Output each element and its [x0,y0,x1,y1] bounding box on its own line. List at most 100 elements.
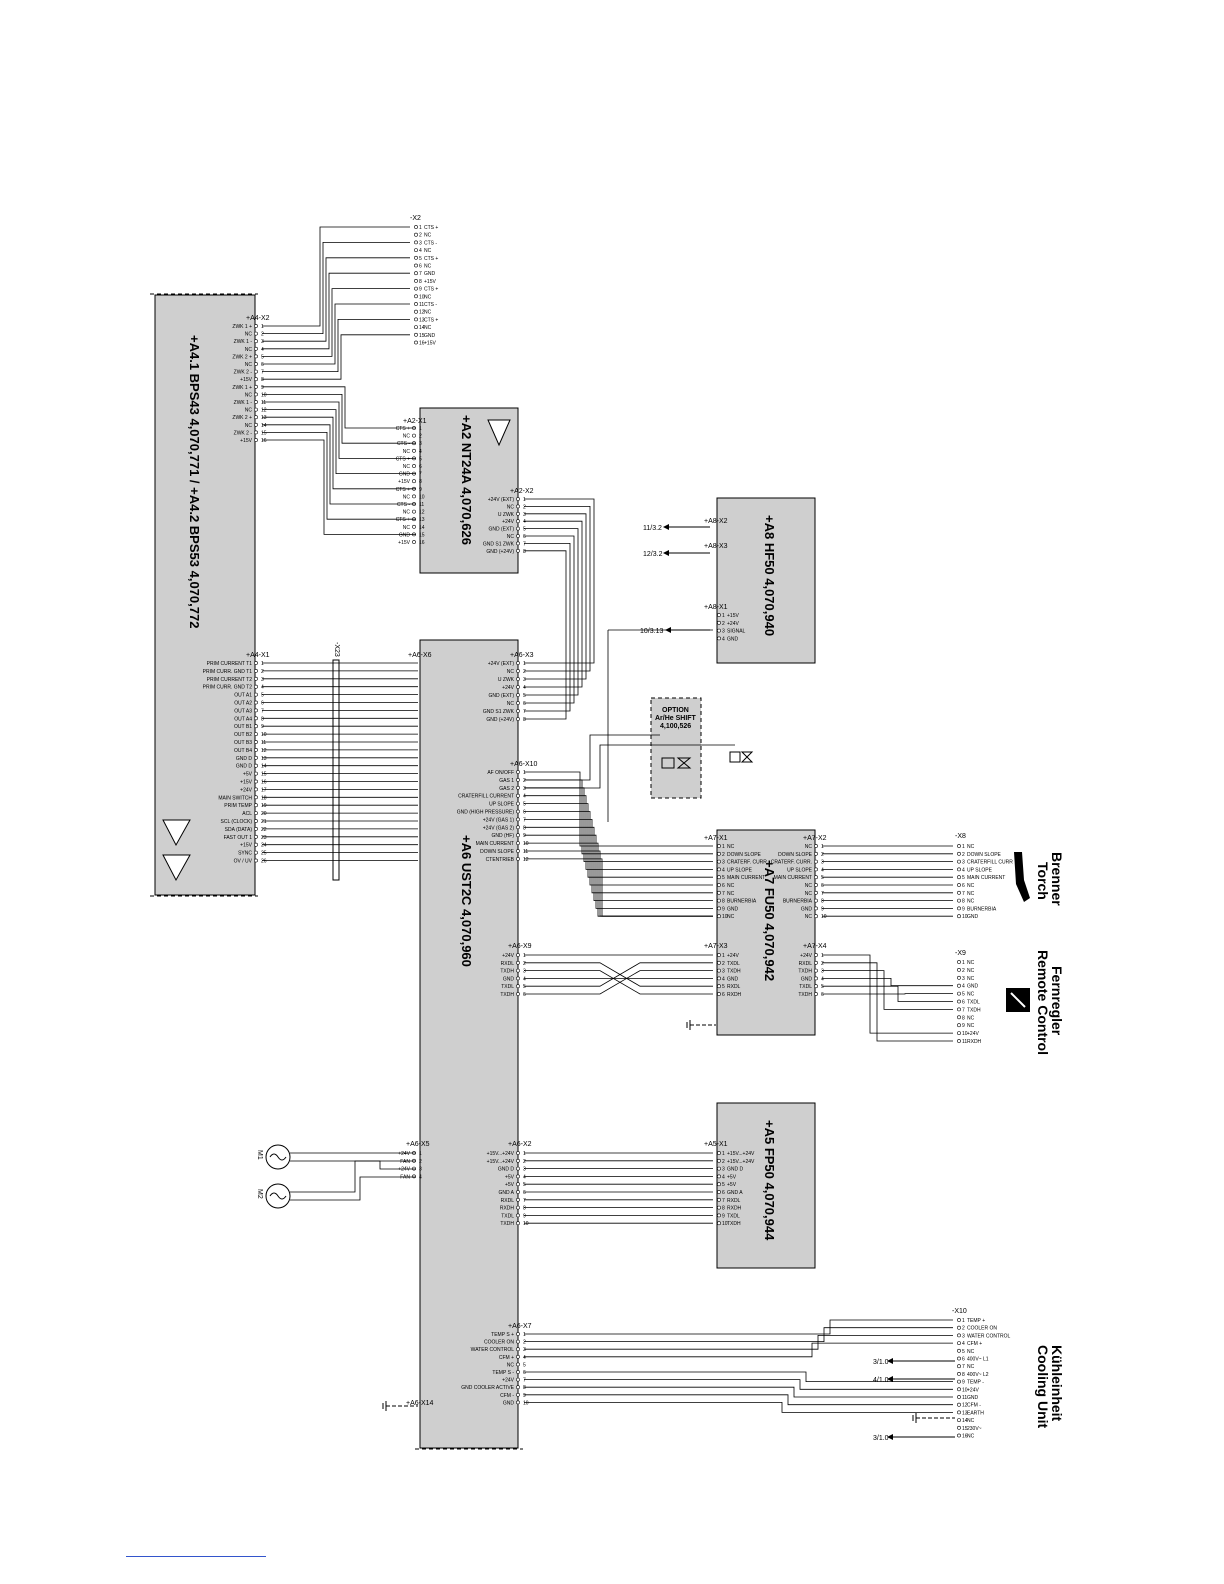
pin-number: 4 [523,685,526,691]
fan-m1-label: M1 [256,1150,263,1160]
pin-terminal [254,763,258,768]
pin-terminal [414,263,418,268]
pin-number: 7 [962,1364,965,1370]
pin-terminal [814,968,818,973]
pin-terminal [814,875,818,880]
pin-label: NC [507,1362,515,1368]
pin-label: TEMP - [967,1380,984,1386]
pin-label: CFM - [500,1393,514,1399]
pin-terminal [414,294,418,299]
pin-label: GND (+24V) [486,717,514,723]
pin-label: OUT A4 [234,716,252,722]
pin-label: NC [424,248,432,254]
pin-terminal [717,859,721,864]
pin-terminal [516,1197,520,1202]
pin-terminal [957,1023,961,1028]
pin-terminal [717,1205,721,1210]
pin-label: +24V [502,519,514,525]
pin-label: NC [403,510,411,516]
pin-number: 9 [419,487,422,493]
pin-label: TXDH [500,992,514,998]
pin-label: NC [507,669,515,675]
ref-12-3-2: 12/3.2 [643,551,663,558]
pin-terminal [717,628,721,633]
pin-label: NC [805,914,813,920]
pin-number: 11 [962,1395,967,1401]
torch-label-en: Torch [1035,862,1051,900]
pin-number: 5 [523,1362,526,1368]
option-line1: OPTION [662,707,689,714]
pin-number: 6 [261,362,264,368]
pin-number: 2 [962,1326,965,1332]
pin-terminal [254,795,258,800]
pin-label: TXDL [501,984,514,990]
connector-a2-x2: +A2-X2 [510,488,534,495]
pin-terminal [717,898,721,903]
pin-number: 6 [523,1370,526,1376]
connector-a6-x5: +A6-X5 [406,1141,430,1148]
pin-terminal [516,1332,520,1336]
pin-label: GND [503,1400,515,1406]
pin-terminal [957,1341,961,1346]
pin-terminal [957,1425,961,1430]
pin-terminal [412,509,416,514]
gas-valve-icon [661,751,754,769]
pin-number: 16 [261,438,267,444]
pin-number: 12 [962,1403,968,1409]
pin-terminal [957,1418,961,1423]
pin-number: 8 [962,899,965,905]
pin-number: 6 [261,701,264,707]
pin-label: NC [727,883,735,889]
pin-number: 15 [962,1426,968,1432]
pin-terminal [717,875,721,880]
pin-number: 4 [962,984,965,990]
pin-label: RXDH [500,1206,515,1212]
module-a5-box [716,1102,816,1269]
pin-label: TXDH [798,992,812,998]
pin-number: 5 [722,875,725,881]
pin-number: 2 [821,961,824,967]
pin-number: 7 [261,708,264,714]
pin-label: CTS + [424,287,438,293]
pin-label: NC [245,423,253,429]
pin-terminal [814,906,818,911]
pin-terminal [717,1158,721,1163]
pin-number: 13 [261,415,267,421]
pin-terminal [957,867,961,872]
pin-number: 9 [722,906,725,912]
pin-label: CFM + [499,1355,514,1361]
pin-label: CTS - [424,302,437,308]
pin-terminal [957,1031,961,1036]
pin-number: 10 [821,914,827,920]
pin-label: GND S1 ZWK [483,709,515,715]
connector-a6-x2: +A6-X2 [508,1141,532,1148]
pin-label: ZWK 2 + [232,415,252,421]
pin-terminal [516,793,520,798]
pin-terminal [957,890,961,895]
pin-number: 1 [419,426,422,432]
pin-number: 16 [261,780,267,786]
pin-label: CTENTRIEB [486,857,515,863]
pin-number: 2 [523,778,526,784]
pin-terminal [957,983,961,988]
pin-number: 8 [523,1385,526,1391]
pin-terminal [957,1372,961,1376]
pin-label: +24V (EXT) [488,661,515,667]
pin-label: GND D [236,756,253,762]
pin-terminal [516,685,520,689]
pin-number: 10 [722,914,728,920]
pin-number: 9 [722,1213,725,1219]
pin-label: NC [245,347,253,353]
connector-a6-x10: +A6-X10 [510,761,538,768]
pin-terminal [717,1221,721,1226]
pin-terminal [516,817,520,822]
module-a6-title: +A6 UST2C 4,070,960 [459,835,474,967]
pin-label: NC [967,899,975,905]
pin-label: CTS + [424,317,438,323]
pin-terminal [254,748,258,752]
pin-terminal [957,1333,961,1338]
pin-label: +5V [727,1182,737,1188]
pin-number: 2 [523,504,526,510]
connector-x8: -X8 [955,833,966,840]
pin-number: 13 [419,517,425,523]
